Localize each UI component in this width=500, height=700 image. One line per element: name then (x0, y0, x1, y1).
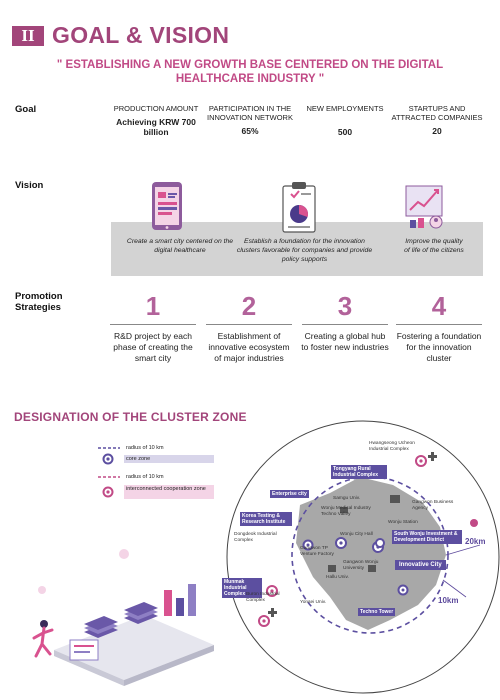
goal-value: 65% (241, 126, 259, 136)
goal-row-label: Goal (15, 104, 37, 115)
cluster-legend: radius of 10 km core zone radius of 10 k… (96, 444, 216, 516)
map-label-wonju-station: Wonju Station (388, 520, 418, 525)
map-label-hwangseong: Hwangseong Ucheon Industrial Complex (369, 441, 415, 452)
strategy-4: 4 Fostering a foundation for the innovat… (394, 292, 484, 364)
vision-text-smart-city: Create a smart city centered on the digi… (126, 238, 234, 254)
section-number-badge: II (12, 26, 44, 46)
map-tag-south-wonju: South Wonju Investment & Development Dis… (392, 530, 462, 544)
map-label-hallu: Hallu Univ. (326, 575, 349, 580)
strategy-3: 3 Creating a global hub to foster new in… (300, 292, 390, 353)
ring-label-20km: 20km (465, 537, 486, 546)
map-label-yonsei: Yonsei Univ. (300, 600, 327, 605)
map-label-gangwon-agency: Gangwon Business Agency (412, 500, 454, 511)
clipboard-chart-icon (282, 182, 316, 233)
cluster-zone-title: DESIGNATION OF THE CLUSTER ZONE (14, 410, 247, 424)
goal-label: PARTICIPATION IN THE INNOVATION NETWORK (207, 104, 293, 122)
goal-startups: STARTUPS AND ATTRACTED COMPANIES 20 (387, 104, 487, 136)
page-title: GOAL & VISION (52, 22, 230, 48)
legend-radius-core: radius of 10 km (126, 445, 164, 451)
goal-value: 20 (432, 126, 442, 136)
page-subtitle: " ESTABLISHING A NEW GROWTH BASE CENTERE… (56, 59, 444, 85)
map-tag-tongyang: Tongyang Rural Industrial Complex (331, 465, 387, 479)
map-tag-techno-tower: Techno Tower (358, 608, 396, 616)
goal-label: STARTUPS AND ATTRACTED COMPANIES (391, 104, 483, 122)
growth-chart-icon (405, 185, 443, 229)
strategy-text: Creating a global hub to foster new indu… (301, 331, 389, 352)
legend-core-zone: core zone (126, 456, 151, 462)
strategy-number: 3 (337, 291, 353, 321)
map-label-samgu: Samgu Univ. (333, 496, 361, 501)
goal-label: NEW EMPLOYMENTS (306, 104, 384, 113)
promotion-row-label: Promotion Strategies (15, 291, 63, 313)
ring-label-10km: 10km (438, 596, 459, 605)
map-label-buron: Buron Industrial Complex (246, 592, 280, 603)
tablet-health-icon (152, 182, 182, 230)
strategy-number: 1 (145, 291, 161, 321)
goal-participation: PARTICIPATION IN THE INNOVATION NETWORK … (200, 104, 300, 136)
vision-text-foundation: Establish a foundation for the innovatio… (236, 238, 373, 263)
strategy-divider (206, 324, 292, 325)
strategy-divider (110, 324, 196, 325)
legend-interconnected: interconnected cooperation zone (126, 486, 206, 492)
map-label-medical-valley: Wonju Medical Industry Techno Valley (321, 506, 371, 517)
map-label-gangwon-univ: Gangwon Wonju University (343, 560, 379, 571)
map-tag-innovative-city: Innovative City (395, 560, 446, 570)
strategy-1: 1 R&D project by each phase of creating … (108, 292, 198, 364)
map-label-tp-venture: Gangwon TP Venture Factory (300, 546, 334, 557)
smart-city-illustration (32, 549, 214, 686)
vision-row-label: Vision (15, 180, 44, 191)
goal-label: PRODUCTION AMOUNT (113, 104, 199, 113)
vision-text-quality: Improve the quality of life of the citiz… (404, 238, 464, 254)
goal-production: PRODUCTION AMOUNT Achieving KRW 700 bill… (106, 104, 206, 137)
map-label-dongdeok: Dongdeok Industrial Complex (234, 532, 277, 543)
cluster-zone-map (226, 420, 500, 694)
strategy-number: 4 (431, 291, 447, 321)
legend-graphics (98, 447, 214, 499)
strategy-text: Establishment of innovative ecosystem of… (208, 331, 290, 363)
goal-employment: NEW EMPLOYMENTS 500 (295, 104, 395, 137)
map-label-cityhall: Wonju City Hall (340, 532, 373, 537)
goal-value: Achieving KRW 700 billion (116, 117, 196, 137)
map-tag-munmak: Munmak Industrial Complex (222, 578, 262, 598)
goal-value: 500 (337, 127, 353, 137)
legend-radius-coop: radius of 10 km (126, 474, 164, 480)
strategy-divider (396, 324, 482, 325)
map-tag-enterprise: Enterprise city (270, 490, 309, 498)
strategy-divider (302, 324, 388, 325)
strategy-2: 2 Establishment of innovative ecosystem … (204, 292, 294, 364)
strategy-text: R&D project by each phase of creating th… (113, 331, 193, 363)
map-tag-korea-testing: Korea Testing & Research Institute (240, 512, 292, 526)
strategy-number: 2 (241, 291, 257, 321)
strategy-text: Fostering a foundation for the innovatio… (396, 331, 482, 363)
